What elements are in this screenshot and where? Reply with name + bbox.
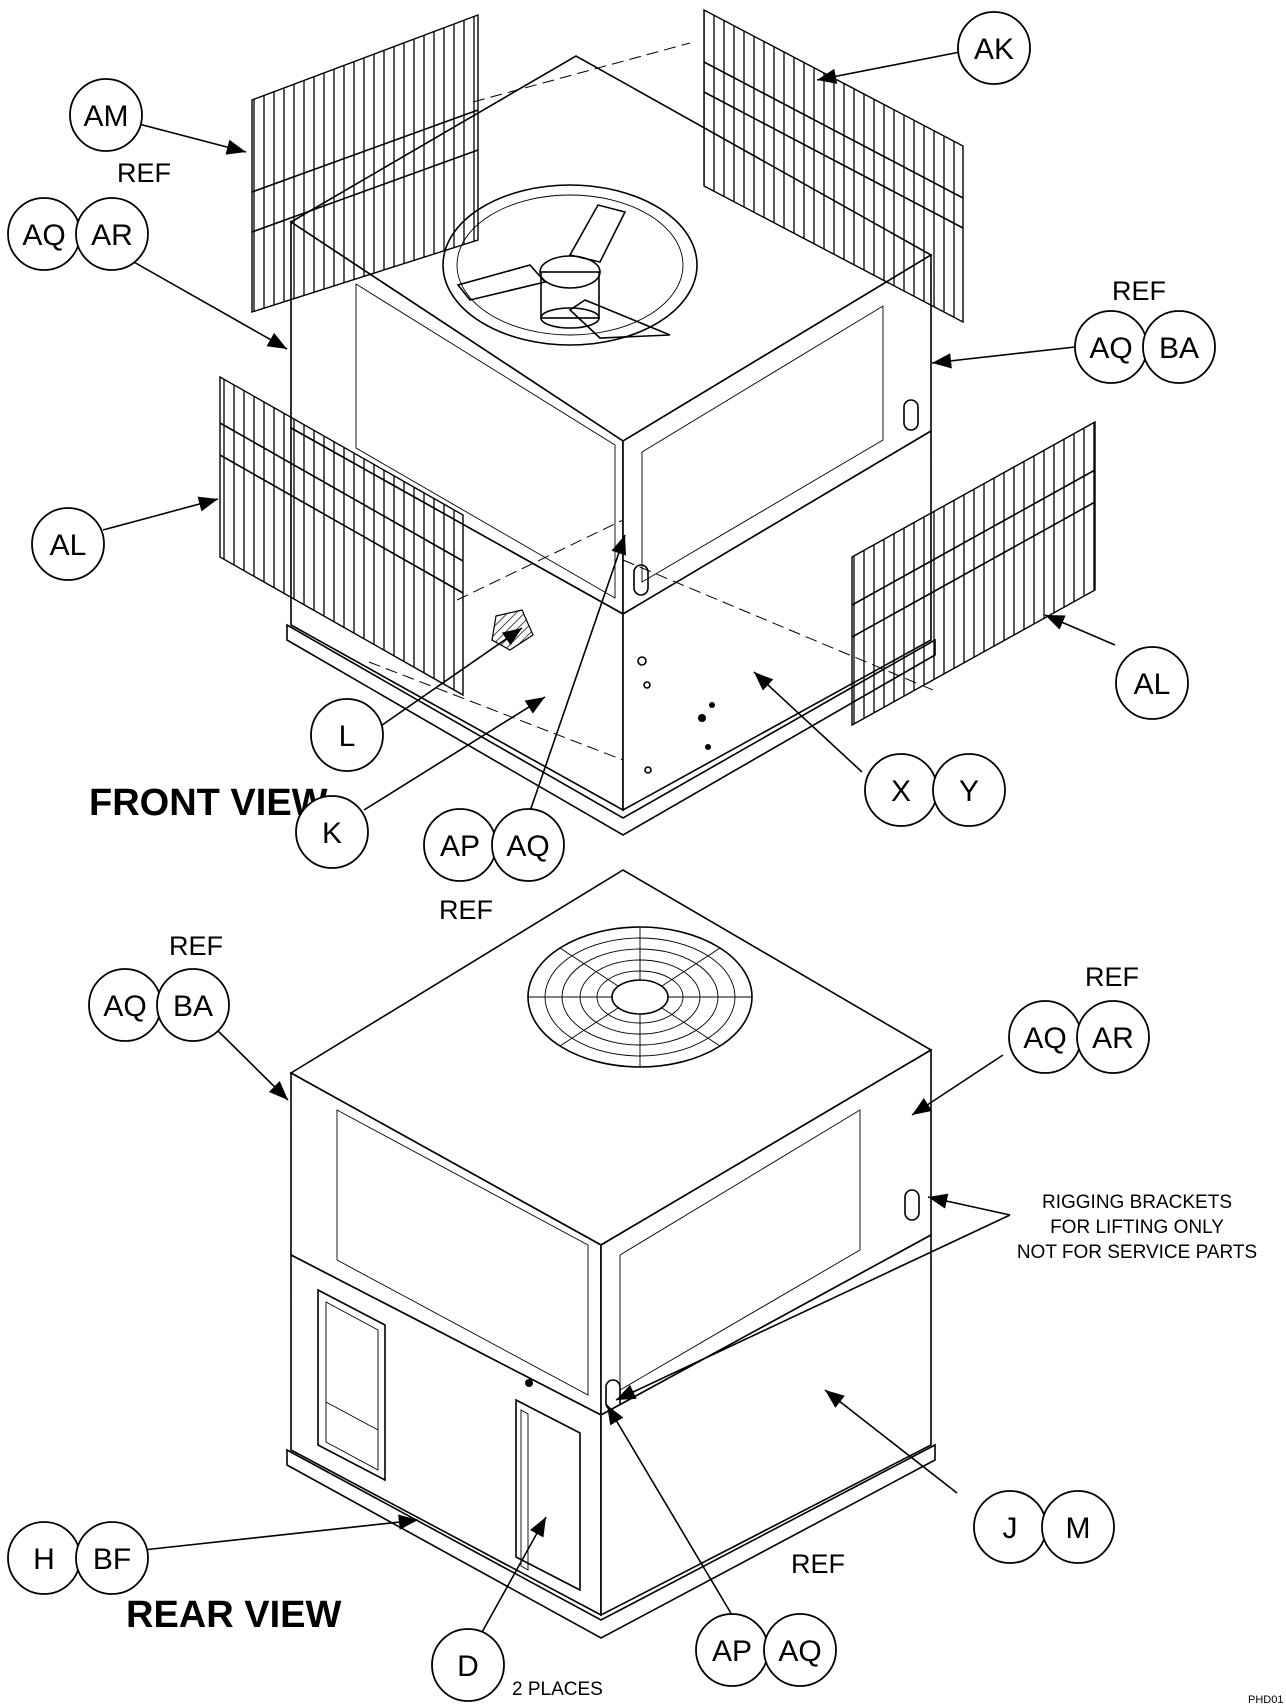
ref-label: REF bbox=[117, 158, 171, 188]
callout-label: AQ bbox=[1089, 332, 1132, 365]
rear-view-title: REAR VIEW bbox=[126, 1594, 341, 1636]
rear-rigging-bracket-slot bbox=[904, 1189, 920, 1221]
callout-AQ: AQ bbox=[1074, 310, 1148, 384]
callout-label: AL bbox=[50, 529, 87, 562]
callout-label: J bbox=[1003, 1512, 1018, 1545]
callout-label: AP bbox=[712, 1635, 752, 1668]
callout-AQ: AQ bbox=[1008, 1000, 1082, 1074]
rear-base-rail bbox=[286, 1443, 936, 1639]
grille-AL-left bbox=[219, 375, 464, 697]
front-view-title: FRONT VIEW bbox=[89, 782, 328, 824]
callout-D: D bbox=[431, 1628, 505, 1702]
callout-AQ: AQ bbox=[491, 808, 565, 882]
callout-label: L bbox=[339, 720, 356, 753]
callout-label: AR bbox=[1092, 1022, 1134, 1055]
callout-label: K bbox=[322, 817, 342, 850]
callout-label: Y bbox=[959, 775, 979, 808]
callout-label: AQ bbox=[1023, 1022, 1066, 1055]
callout-AP: AP bbox=[695, 1613, 769, 1687]
rigging-note-line1: RIGGING BRACKETS bbox=[1042, 1192, 1232, 1213]
callout-Y: Y bbox=[932, 753, 1006, 827]
callout-AR: AR bbox=[75, 197, 149, 271]
rear-right-coil bbox=[619, 1109, 861, 1391]
callout-AK: AK bbox=[957, 11, 1031, 85]
callout-label: BF bbox=[93, 1543, 131, 1576]
callout-label: BA bbox=[173, 990, 213, 1023]
rigging-note-line2: FOR LIFTING ONLY bbox=[1050, 1217, 1224, 1238]
front-rigging-bracket-slot bbox=[633, 564, 649, 596]
callout-AL: AL bbox=[1115, 646, 1189, 720]
grille-AM bbox=[251, 13, 479, 313]
two-places-note: 2 PLACES bbox=[512, 1679, 603, 1700]
grille-AL-right bbox=[851, 420, 1096, 727]
callout-BA: BA bbox=[156, 968, 230, 1042]
callout-label: X bbox=[891, 775, 911, 808]
rear-view-unit bbox=[286, 869, 936, 1639]
ref-label: REF bbox=[791, 1549, 845, 1579]
leader-lines bbox=[102, 51, 1116, 1644]
callout-L: L bbox=[310, 698, 384, 772]
callout-K: K bbox=[295, 795, 369, 869]
rigging-note: RIGGING BRACKETS FOR LIFTING ONLY NOT FO… bbox=[1017, 1192, 1257, 1263]
callout-AQ: AQ bbox=[763, 1613, 837, 1687]
callout-label: AQ bbox=[506, 830, 549, 863]
callout-label: AQ bbox=[778, 1635, 821, 1668]
ref-label: REF bbox=[1085, 962, 1139, 992]
front-rigging-bracket-slot bbox=[903, 399, 919, 431]
callout-label: BA bbox=[1159, 332, 1199, 365]
callout-label: AL bbox=[1134, 668, 1171, 701]
callout-label: H bbox=[33, 1543, 55, 1576]
rear-fan-guard bbox=[527, 926, 753, 1068]
front-fan-shroud bbox=[442, 184, 698, 346]
callout-J: J bbox=[973, 1490, 1047, 1564]
callout-label: AP bbox=[440, 830, 480, 863]
callout-label: AK bbox=[974, 33, 1014, 66]
callout-label: D bbox=[457, 1650, 479, 1683]
rear-left-coil bbox=[336, 1109, 589, 1396]
front-right-coil bbox=[641, 305, 884, 583]
rear-panel-fastener bbox=[525, 1379, 533, 1387]
ref-label: REF bbox=[1112, 276, 1166, 306]
ref-label: REF bbox=[169, 931, 223, 961]
callout-label: AQ bbox=[22, 219, 65, 252]
callout-label: AM bbox=[84, 100, 129, 133]
callout-H: H bbox=[7, 1521, 81, 1595]
ref-label: REF bbox=[439, 895, 493, 925]
rear-return-duct-opening bbox=[317, 1288, 386, 1482]
callout-X: X bbox=[864, 753, 938, 827]
callout-AR: AR bbox=[1076, 1000, 1150, 1074]
drawing-code: PHD01 bbox=[1248, 1694, 1283, 1706]
callout-AM: AM bbox=[69, 78, 143, 152]
grille-AK bbox=[703, 8, 964, 324]
callout-label: AR bbox=[91, 219, 133, 252]
callout-AL: AL bbox=[31, 507, 105, 581]
callout-BF: BF bbox=[75, 1521, 149, 1595]
callout-label: AQ bbox=[103, 990, 146, 1023]
rigging-note-line3: NOT FOR SERVICE PARTS bbox=[1017, 1242, 1257, 1263]
callout-M: M bbox=[1041, 1490, 1115, 1564]
callout-BA: BA bbox=[1142, 310, 1216, 384]
rear-supply-duct-opening bbox=[515, 1398, 581, 1592]
callout-label: M bbox=[1066, 1512, 1091, 1545]
front-fan-blades bbox=[456, 204, 671, 339]
callout-AQ: AQ bbox=[7, 197, 81, 271]
front-left-coil bbox=[355, 283, 616, 599]
callout-AQ: AQ bbox=[88, 968, 162, 1042]
callout-AP: AP bbox=[423, 808, 497, 882]
front-panel-fasteners bbox=[637, 656, 715, 774]
rear-lower-right-panel bbox=[600, 1233, 932, 1617]
